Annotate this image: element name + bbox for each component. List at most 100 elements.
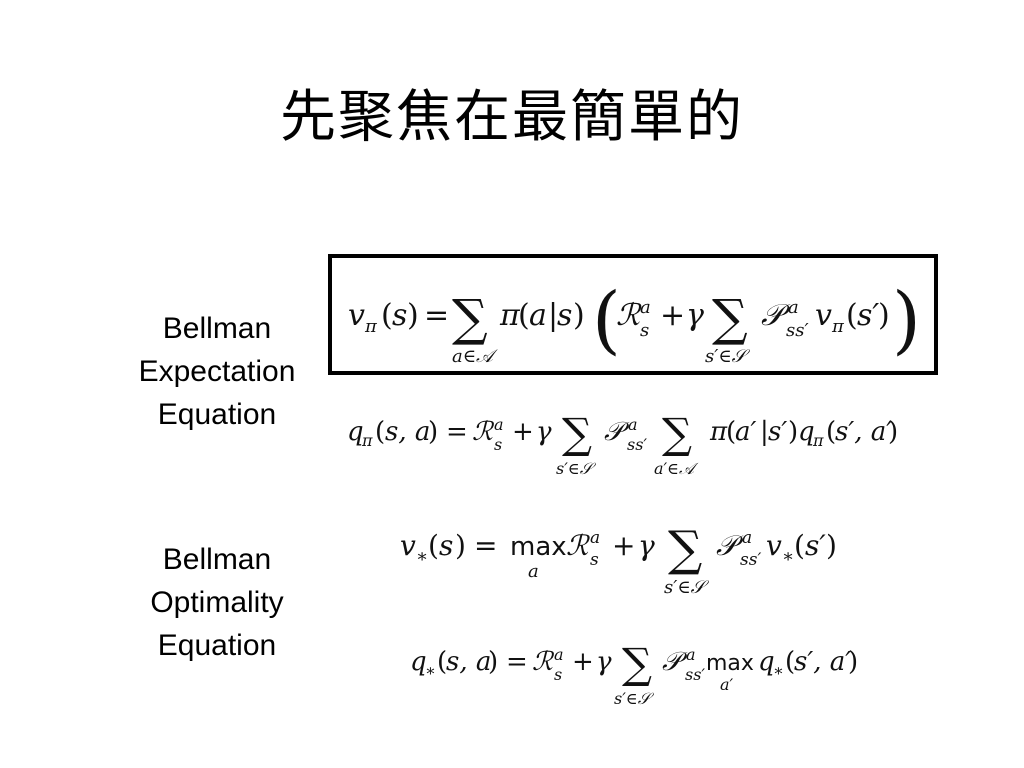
svg-text:π: π xyxy=(831,316,845,337)
svg-text:s′, a′: s′, a′ xyxy=(794,647,851,677)
svg-text:): ) xyxy=(428,417,438,447)
svg-text:s: s xyxy=(640,320,649,341)
svg-text:s′: s′ xyxy=(768,417,787,447)
svg-text:ss′: ss′ xyxy=(627,435,647,454)
svg-text:∗: ∗ xyxy=(425,661,436,680)
svg-text:s′, a′: s′, a′ xyxy=(835,417,892,447)
svg-text:): ) xyxy=(888,417,898,447)
svg-text:(: ( xyxy=(375,417,385,447)
svg-text:s: s xyxy=(494,435,502,454)
svg-text:s: s xyxy=(554,665,562,684)
svg-text:ℛ: ℛ xyxy=(566,529,590,562)
svg-text:(: ( xyxy=(726,417,736,447)
svg-text:∑: ∑ xyxy=(562,409,592,458)
svg-text:q: q xyxy=(347,417,364,447)
svg-text:a′: a′ xyxy=(735,417,757,447)
svg-text:γ: γ xyxy=(596,647,612,677)
svg-text:∑: ∑ xyxy=(668,521,702,577)
svg-text:|: | xyxy=(760,417,769,447)
svg-text:s: s xyxy=(557,298,572,333)
svg-text:a: a xyxy=(686,645,696,664)
svg-text:(: ( xyxy=(518,298,530,333)
svg-text:(: ( xyxy=(826,417,836,447)
svg-text:ss′: ss′ xyxy=(786,320,809,341)
svg-text:): ) xyxy=(826,529,837,562)
label-line: Bellman xyxy=(162,543,272,576)
svg-text:=: = xyxy=(506,647,528,677)
svg-text:∑: ∑ xyxy=(452,289,488,347)
svg-text:a: a xyxy=(628,415,638,434)
svg-text:): ) xyxy=(788,417,798,447)
svg-text:): ) xyxy=(878,298,890,333)
label-line: Equation xyxy=(157,398,277,431)
bellman-expectation-label: Bellman Expectation Equation xyxy=(112,307,322,436)
svg-text:): ) xyxy=(892,277,921,363)
svg-text:s: s xyxy=(439,529,453,562)
svg-text:γ: γ xyxy=(638,529,655,562)
svg-text:): ) xyxy=(455,529,466,562)
svg-text:ℛ: ℛ xyxy=(616,298,642,333)
svg-text:(: ( xyxy=(846,298,858,333)
svg-text:|: | xyxy=(548,298,558,333)
svg-text:a: a xyxy=(528,561,539,582)
svg-text:∗: ∗ xyxy=(773,661,784,680)
svg-text:s′: s′ xyxy=(805,529,826,562)
svg-text:ss′: ss′ xyxy=(740,550,761,570)
svg-text:=: = xyxy=(474,529,497,562)
svg-text:s′∈𝒮: s′∈𝒮 xyxy=(664,577,710,598)
svg-text:π: π xyxy=(812,431,824,450)
svg-text:q: q xyxy=(758,647,775,677)
svg-text:=: = xyxy=(424,298,449,333)
svg-text:a′: a′ xyxy=(720,675,734,694)
svg-text:γ: γ xyxy=(686,298,704,333)
svg-text:∑: ∑ xyxy=(712,289,748,347)
svg-text:∗: ∗ xyxy=(416,546,428,567)
svg-text:+: + xyxy=(572,647,594,677)
svg-text:=: = xyxy=(446,417,468,447)
svg-text:ss′: ss′ xyxy=(685,665,705,684)
svg-text:(: ( xyxy=(592,277,621,363)
svg-text:s′: s′ xyxy=(857,298,879,333)
svg-text:ℛ: ℛ xyxy=(472,417,495,447)
svg-text:q: q xyxy=(798,417,815,447)
svg-text:ℛ: ℛ xyxy=(532,647,555,677)
svg-text:a∈𝒜: a∈𝒜 xyxy=(452,346,498,367)
svg-text:π: π xyxy=(499,298,521,333)
svg-text:+: + xyxy=(512,417,534,447)
svg-text:s′∈𝒮: s′∈𝒮 xyxy=(705,346,751,367)
svg-text:π: π xyxy=(709,417,728,447)
svg-text:q: q xyxy=(410,647,427,677)
svg-text:a′∈𝒜: a′∈𝒜 xyxy=(654,459,699,478)
svg-text:): ) xyxy=(407,298,419,333)
svg-text:): ) xyxy=(848,647,858,677)
svg-text:(: ( xyxy=(381,298,393,333)
svg-text:(: ( xyxy=(794,529,805,562)
label-line: Equation xyxy=(157,629,277,662)
svg-text:v: v xyxy=(400,529,416,562)
svg-text:∑: ∑ xyxy=(662,409,692,458)
svg-text:max: max xyxy=(510,532,567,562)
label-line: Bellman xyxy=(162,312,272,345)
svg-text:a: a xyxy=(494,415,504,434)
svg-text:s: s xyxy=(590,550,599,570)
equation-v-pi-formula: v π ( s ) = ∑ a∈𝒜 π ( a | s ) ( ℛ a s + … xyxy=(348,277,921,367)
svg-text:∗: ∗ xyxy=(782,546,794,567)
slide-title: 先聚焦在最簡單的 xyxy=(280,85,744,150)
label-line: Expectation xyxy=(138,355,296,388)
svg-text:v: v xyxy=(766,529,782,562)
svg-text:s′∈𝒮: s′∈𝒮 xyxy=(556,459,597,478)
svg-text:a: a xyxy=(742,528,752,548)
svg-text:π: π xyxy=(361,431,373,450)
svg-text:(: ( xyxy=(437,647,447,677)
svg-text:v: v xyxy=(815,298,832,333)
svg-text:v: v xyxy=(348,298,365,333)
svg-text:(: ( xyxy=(428,529,439,562)
bellman-optimality-label: Bellman Optimality Equation xyxy=(112,538,322,667)
svg-text:s′∈𝒮: s′∈𝒮 xyxy=(614,689,655,708)
highlight-box xyxy=(328,254,938,375)
svg-text:(: ( xyxy=(785,647,795,677)
svg-text:+: + xyxy=(660,298,685,333)
svg-text:a: a xyxy=(788,297,799,318)
label-line: Optimality xyxy=(150,586,284,619)
svg-text:a: a xyxy=(529,298,547,333)
